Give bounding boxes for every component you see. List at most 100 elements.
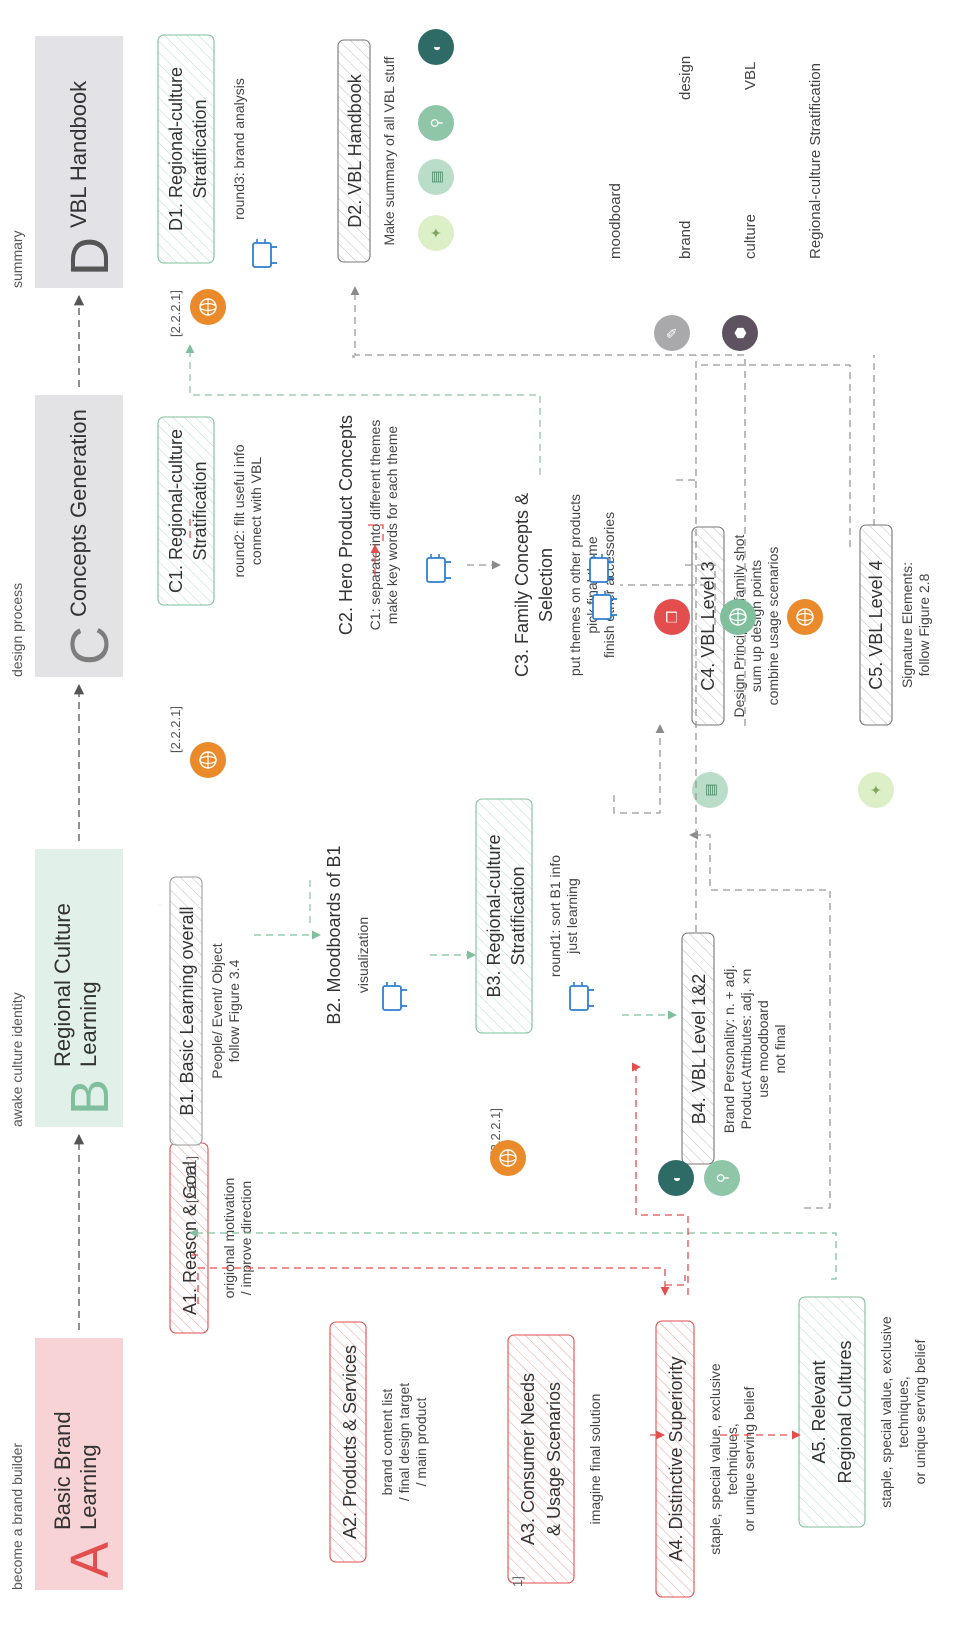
phase-box-a: [35, 1338, 123, 1590]
c4-to-d2-link: [350, 286, 746, 726]
icon-circle: [418, 29, 454, 65]
b-node-desc: visualization: [355, 917, 371, 993]
c4-link: [680, 564, 716, 590]
c4-link: [620, 584, 716, 625]
b-node-desc: not final: [772, 1024, 788, 1073]
a-node-5-hatch: [799, 1297, 865, 1527]
attribute-tag-icon: ⚲: [418, 105, 454, 141]
icon-glyph: ▤: [702, 783, 718, 796]
icon-circle: [658, 1160, 694, 1196]
icon-circle: [704, 1160, 740, 1196]
a-node-3-hatch: [508, 1335, 574, 1583]
a5-to-b1-link: [189, 1228, 837, 1280]
b1-ref: [2.2.1.1]: [184, 1156, 199, 1203]
icon-circle: [418, 159, 454, 195]
a4-to-b-link: [665, 1275, 686, 1286]
a-node-title: A3. Consumer Needs: [518, 1373, 538, 1545]
legend-culture-icon: [720, 599, 756, 635]
icon-glyph: ▤: [428, 170, 444, 183]
b-node-desc: round1: sort B1 info: [547, 855, 563, 977]
a3-ref: 1]: [510, 1576, 525, 1587]
a-node-desc: techniques,: [895, 1376, 911, 1448]
d-node-1-hatch: [158, 35, 214, 263]
a-node-desc: staple, special value, exclusive: [878, 1316, 894, 1508]
b-node-desc: use moodboard: [755, 1000, 771, 1097]
moodboard-icon: [426, 554, 451, 583]
c-node-desc: Signature Elements:: [899, 562, 915, 688]
personality-head-icon: ◐: [658, 1160, 694, 1196]
b-node-desc: Brand Personality: n. + adj.: [721, 965, 737, 1134]
icon-glyph: ⚲: [714, 1173, 730, 1183]
c-node-title: Selection: [536, 548, 556, 622]
legend-culture-label: culture: [742, 214, 759, 259]
d1-ref: [2.2.2.1]: [168, 290, 183, 337]
a-node-2-hatch: [330, 1322, 366, 1562]
b-node-desc: People/ Event/ Object: [209, 943, 225, 1079]
c3-to-c4-arrow: [613, 724, 665, 814]
phase-box-d: [35, 36, 123, 288]
icon-circle: [418, 105, 454, 141]
b-node-4-hatch: [682, 933, 714, 1164]
phase-title: Concepts Generation: [66, 409, 91, 617]
d-node-desc: Make summary of all VBL stuff: [381, 56, 397, 245]
icon-glyph: ◐: [428, 43, 444, 51]
moodboard-frame: [569, 985, 589, 1011]
moodboard-icon: [569, 982, 594, 1011]
c-node-title: C5. VBL Level 4: [866, 560, 886, 689]
b-node-title: B4. VBL Level 1&2: [689, 974, 709, 1124]
c-node-title: C3. Family Concepts &: [512, 493, 532, 677]
b-node-1-hatch: [170, 877, 202, 1145]
c-node-desc: round2: filt useful info: [231, 444, 247, 577]
icon-glyph: ✎: [664, 327, 680, 339]
b-node-desc: Product Attributes: adj. ×n: [738, 969, 754, 1130]
a-node-desc: or unique serving belief: [912, 1340, 928, 1485]
phase-letter: A: [60, 1542, 120, 1578]
a-node-title: A1. Reason & Goal: [180, 1161, 200, 1315]
moodboard-frame: [426, 557, 446, 583]
phase-letter: C: [60, 626, 120, 665]
c5-link: [700, 364, 851, 547]
signature-puzzle-icon: ✦: [418, 215, 454, 251]
icon-circle: [858, 772, 894, 808]
phase-letter: B: [60, 1079, 120, 1115]
moodboard-frame: [382, 985, 402, 1011]
icon-glyph: ✦: [428, 227, 444, 239]
d-node-title: Stratification: [190, 99, 210, 198]
phase-caption: awake culture identity: [9, 992, 25, 1127]
phase-title: Learning: [76, 981, 101, 1067]
principle-book-icon: ▤: [418, 159, 454, 195]
moodboard-icon: [382, 982, 407, 1011]
icon-glyph: ⚲: [428, 118, 444, 128]
legend-stratification-label: Regional-culture Stratification: [807, 63, 824, 259]
legend-design-icon: ✎: [654, 315, 690, 351]
c-node-5-hatch: [860, 525, 892, 725]
a4-to-b4-link: [631, 1062, 689, 1295]
a-node-desc: techniques,: [724, 1423, 740, 1495]
signature-puzzle-icon: ✦: [858, 772, 894, 808]
a-node-title: & Usage Scenarios: [544, 1382, 564, 1536]
stratification-globe-icon: [490, 1140, 526, 1176]
icon-circle: [722, 315, 758, 351]
phase-title: Regional Culture: [50, 903, 75, 1067]
b-node-desc: follow Figure 3.4: [226, 959, 242, 1062]
moodboard-icon: [252, 239, 277, 268]
moodboard-frame: [592, 594, 612, 620]
b-node-title: B1. Basic Learning overall: [177, 906, 197, 1115]
c-node-title: Stratification: [190, 461, 210, 560]
a-node-desc: / improve direction: [238, 1181, 254, 1295]
legend-moodboard-icon: [592, 591, 617, 620]
attribute-tag-icon: ⚲: [704, 1160, 740, 1196]
c-node-title: C1. Regional-culture: [166, 429, 186, 593]
icon-circle: [418, 215, 454, 251]
legend-brand-icon: ❒: [654, 599, 690, 635]
a-node-desc: staple, special value, exclusive: [707, 1363, 723, 1555]
c-node-1-hatch: [158, 417, 214, 605]
d-node-desc: round3: brand analysis: [231, 78, 247, 220]
personality-head-icon: ◐: [418, 29, 454, 65]
a-node-title: A4. Distinctive Superiority: [666, 1356, 686, 1561]
a-node-desc: / main product: [413, 1398, 429, 1487]
c-node-desc: connect with VBL: [248, 457, 264, 565]
a1-to-a4-link: [197, 1267, 670, 1304]
principle-book-icon: ▤: [692, 772, 728, 808]
